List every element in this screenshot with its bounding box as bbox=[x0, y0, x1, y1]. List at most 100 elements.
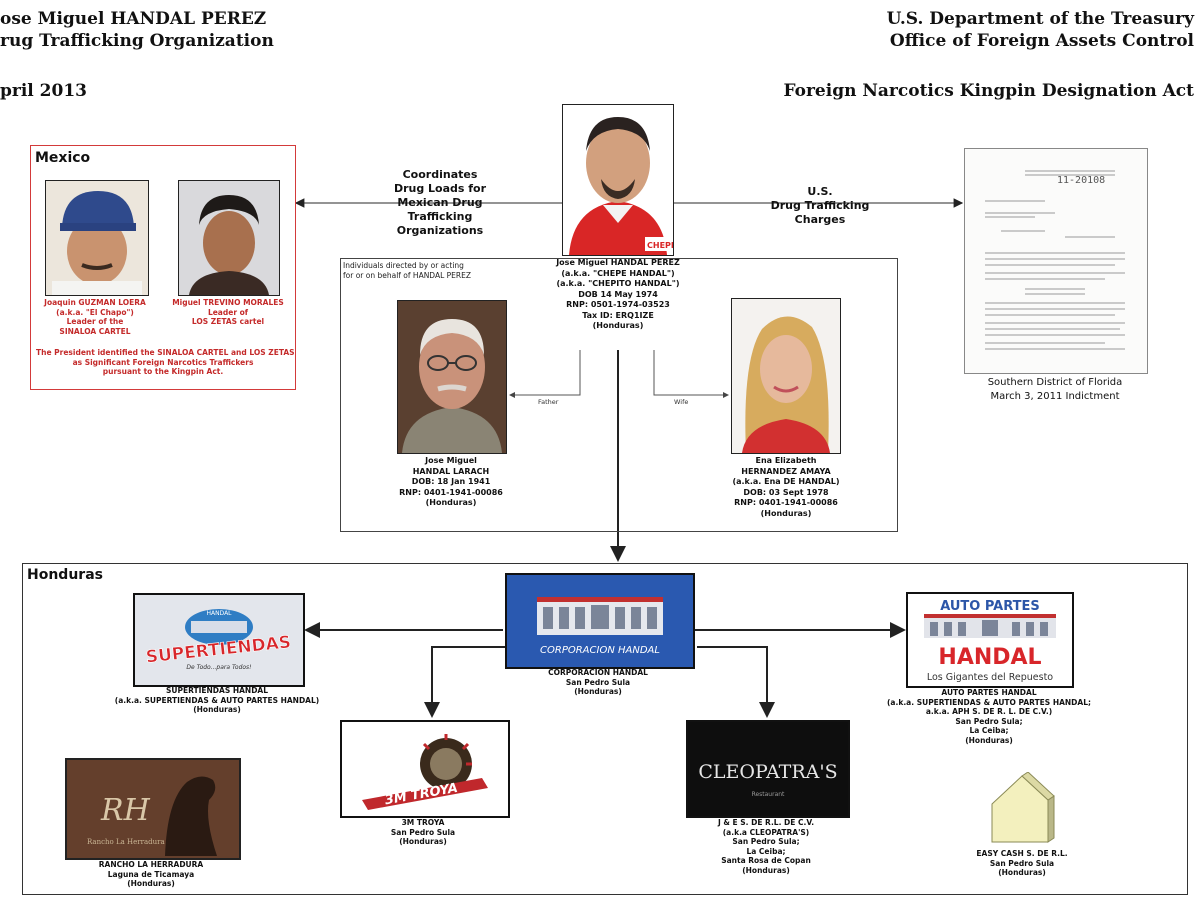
associates-note: Individuals directed by or acting for or… bbox=[343, 261, 471, 281]
mexico-note-line2: as Significant Foreign Narcotics Traffic… bbox=[72, 357, 254, 367]
troya-logo: 3M TROYA bbox=[340, 720, 510, 818]
rancho-name: RANCHO LA HERRADURA bbox=[98, 860, 204, 869]
coordinates-label-line1: Coordinates bbox=[402, 168, 478, 181]
us-charges-label-line2: Drug Trafficking bbox=[770, 199, 870, 212]
supertiendas-logo-slogan: De Todo...para Todos! bbox=[186, 664, 251, 671]
indictment-court: Southern District of Florida bbox=[987, 377, 1123, 388]
troya-city: San Pedro Sula bbox=[390, 827, 456, 837]
guzman-loera-caption: Joaquin GUZMAN LOERA (a.k.a. "El Chapo")… bbox=[40, 298, 150, 336]
handal-larach-country: (Honduras) bbox=[425, 498, 477, 507]
handal-larach-dob: DOB: 18 Jan 1941 bbox=[411, 477, 491, 486]
corporacion-handal-caption: CORPORACION HANDAL San Pedro Sula (Hondu… bbox=[520, 668, 676, 697]
coordinates-label-line2: Drug Loads for bbox=[393, 182, 487, 195]
arrow-to-cleopatras bbox=[697, 646, 775, 718]
easy-cash-caption: EASY CASH S. DE R.L. San Pedro Sula (Hon… bbox=[950, 849, 1094, 878]
autopartes-country: (Honduras) bbox=[965, 735, 1013, 745]
header-subject: ose Miguel HANDAL PEREZ bbox=[0, 9, 267, 29]
corporacion-country: (Honduras) bbox=[574, 687, 622, 696]
cleopatras-caption: J & E S. DE R.L. DE C.V. (a.k.a CLEOPATR… bbox=[680, 818, 852, 875]
arrow-to-father bbox=[509, 350, 581, 398]
cleopatras-city1: San Pedro Sula; bbox=[732, 837, 800, 846]
handal-perez-dob: DOB 14 May 1974 bbox=[578, 289, 658, 299]
guzman-name: Joaquin GUZMAN LOERA bbox=[44, 298, 146, 307]
photo-trevino-morales bbox=[178, 180, 280, 296]
autopartes-logo-top: AUTO PARTES bbox=[940, 599, 1040, 614]
autopartes-aka1: (a.k.a. SUPERTIENDAS & AUTO PARTES HANDA… bbox=[887, 697, 1091, 707]
supertiendas-aka: (a.k.a. SUPERTIENDAS & AUTO PARTES HANDA… bbox=[114, 695, 320, 705]
arrow-to-wife bbox=[653, 350, 729, 398]
autopartes-logo-slogan: Los Gigantes del Repuesto bbox=[927, 672, 1053, 683]
hernandez-amaya-rnp: RNP: 0401-1941-00086 bbox=[734, 498, 838, 507]
rancho-country: (Honduras) bbox=[127, 879, 175, 888]
supertiendas-country: (Honduras) bbox=[193, 705, 241, 714]
handal-larach-firstname: Jose Miguel bbox=[425, 456, 477, 465]
mexico-kingpin-note: The President identified the SINALOA CAR… bbox=[36, 348, 295, 377]
honduras-title: Honduras bbox=[27, 567, 103, 583]
easy-cash-name: EASY CASH S. DE R.L. bbox=[976, 849, 1068, 858]
handal-perez-tax-id: Tax ID: ERQ1IZE bbox=[582, 310, 654, 320]
supertiendas-logo-top: HANDAL bbox=[206, 610, 232, 617]
father-relation-label: Father bbox=[538, 398, 559, 406]
cleopatras-legal-name: J & E S. DE R.L. DE C.V. bbox=[717, 818, 815, 827]
us-charges-label: U.S. Drug Trafficking Charges bbox=[750, 185, 890, 227]
associates-note-line2: for or on behalf of HANDAL PEREZ bbox=[343, 271, 471, 280]
cleopatras-city2: La Ceiba; bbox=[746, 846, 786, 856]
handal-perez-rnp: RNP: 0501-1974-03523 bbox=[566, 300, 670, 309]
rancho-logo-sub: Rancho La Herradura bbox=[87, 838, 165, 846]
handal-larach-surname: HANDAL LARACH bbox=[412, 466, 490, 476]
mexico-note-line1: The President identified the SINALOA CAR… bbox=[36, 348, 295, 357]
photo-handal-larach bbox=[397, 300, 507, 454]
indictment-caption: Southern District of Florida March 3, 20… bbox=[950, 376, 1160, 404]
autopartes-name: AUTO PARTES HANDAL bbox=[941, 688, 1037, 697]
wife-relation-label: Wife bbox=[674, 398, 689, 406]
guzman-role1: Leader of the bbox=[66, 317, 124, 326]
mexico-box bbox=[30, 145, 296, 390]
autopartes-city1: San Pedro Sula; bbox=[955, 716, 1023, 726]
trevino-morales-caption: Miguel TREVINO MORALES Leader of LOS ZET… bbox=[172, 298, 284, 327]
associates-box bbox=[340, 258, 898, 532]
photo-guzman-loera bbox=[45, 180, 149, 296]
header-department: U.S. Department of the Treasury bbox=[886, 9, 1194, 29]
autopartes-aka2: a.k.a. APH S. DE R. L. DE C.V.) bbox=[925, 707, 1053, 716]
guzman-aka: (a.k.a. "El Chapo") bbox=[56, 307, 134, 317]
trevino-role1: Leader of bbox=[207, 307, 249, 317]
mexico-title: Mexico bbox=[35, 150, 91, 166]
troya-name: 3M TROYA bbox=[401, 818, 445, 827]
indictment-document: 11-20108 bbox=[964, 148, 1148, 374]
autopartes-handal-caption: AUTO PARTES HANDAL (a.k.a. SUPERTIENDAS … bbox=[862, 688, 1116, 745]
cleopatras-logo: CLEOPATRA'S Restaurant bbox=[686, 720, 850, 818]
shirt-logo-text: CHEPE bbox=[647, 241, 673, 250]
photo-hernandez-amaya bbox=[731, 298, 841, 454]
handal-perez-caption: Jose Miguel HANDAL PEREZ (a.k.a. "CHEPE … bbox=[530, 258, 706, 332]
photo-handal-perez: CHEPE bbox=[562, 104, 674, 256]
rancho-la-herradura-caption: RANCHO LA HERRADURA Laguna de Ticamaya (… bbox=[70, 860, 232, 889]
arrow-to-troya bbox=[424, 646, 520, 718]
easy-cash-house-icon bbox=[991, 772, 1055, 843]
cleopatras-logo-text: CLEOPATRA'S bbox=[698, 761, 837, 783]
easy-cash-country: (Honduras) bbox=[998, 868, 1046, 877]
handal-perez-country: (Honduras) bbox=[592, 321, 644, 330]
handal-perez-aka2: (a.k.a. "CHEPITO HANDAL") bbox=[556, 279, 680, 288]
corporacion-handal-logo: CORPORACION HANDAL bbox=[505, 573, 695, 669]
indictment-date: March 3, 2011 Indictment bbox=[990, 391, 1120, 402]
corporacion-logo-text: CORPORACION HANDAL bbox=[540, 645, 660, 656]
autopartes-city2: La Ceiba; bbox=[969, 726, 1009, 735]
coordinates-label-line3: Mexican Drug bbox=[397, 196, 483, 209]
guzman-role2: SINALOA CARTEL bbox=[59, 326, 131, 336]
rancho-location: Laguna de Ticamaya bbox=[107, 869, 195, 879]
us-charges-label-line1: U.S. bbox=[807, 185, 833, 198]
autopartes-handal-logo: AUTO PARTES HANDAL Los Gigantes del Repu… bbox=[906, 592, 1074, 688]
hernandez-amaya-dob: DOB: 03 Sept 1978 bbox=[743, 487, 829, 497]
hernandez-amaya-caption: Ena Elizabeth HERNANDEZ AMAYA (a.k.a. En… bbox=[716, 456, 856, 519]
supertiendas-name: SUPERTIENDAS HANDAL bbox=[165, 686, 269, 695]
hernandez-amaya-aka: (a.k.a. Ena DE HANDAL) bbox=[732, 477, 840, 486]
mexico-note-line3: pursuant to the Kingpin Act. bbox=[102, 367, 224, 376]
autopartes-logo-mid: HANDAL bbox=[938, 645, 1041, 670]
trevino-role2: LOS ZETAS cartel bbox=[191, 317, 265, 326]
handal-larach-rnp: RNP: 0401-1941-00086 bbox=[399, 487, 503, 497]
honduras-box bbox=[22, 563, 1188, 895]
rancho-la-herradura-image: RH Rancho La Herradura bbox=[65, 758, 241, 860]
header-right: U.S. Department of the Treasury Office o… bbox=[887, 8, 1194, 52]
cleopatras-country: (Honduras) bbox=[742, 865, 790, 875]
